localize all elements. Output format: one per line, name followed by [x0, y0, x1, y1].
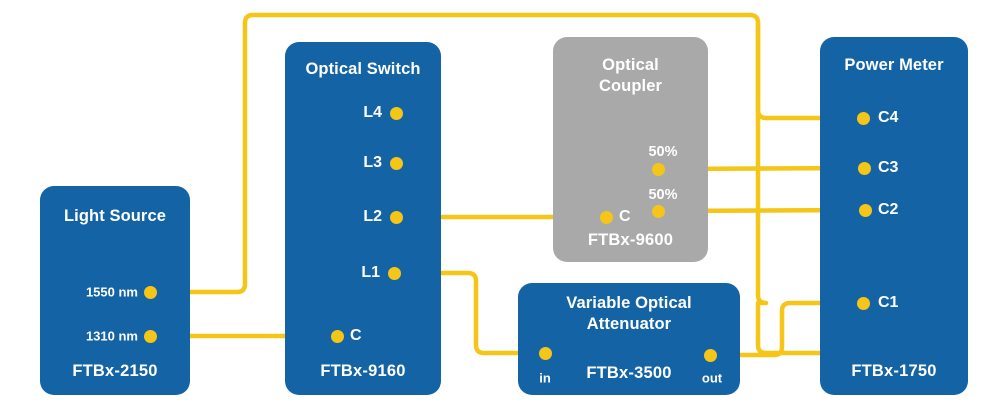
cable-1550nm-to-c4 [147, 12, 866, 356]
variable-optical-attenuator-title: Variable Optical Attenuator [566, 294, 692, 333]
port-label-voa-out: out [701, 370, 723, 386]
port-label-c4: C4 [878, 109, 899, 126]
light-source-model: FTBx-2150 [72, 362, 158, 380]
device-variable-optical-attenuator[interactable]: Variable Optical Attenuator FTBx-3500 [518, 283, 740, 395]
port-node-c1[interactable] [856, 296, 870, 310]
device-optical-switch[interactable]: Optical Switch FTBx-9160 [285, 42, 441, 395]
port-node-c4[interactable] [856, 111, 870, 125]
device-power-meter[interactable]: Power Meter FTBx-1750 [820, 37, 968, 395]
optical-switch-title: Optical Switch [305, 60, 421, 78]
cable-1550nm-drop-to-c4 [755, 20, 866, 121]
power-meter-model: FTBx-1750 [851, 362, 937, 380]
device-light-source[interactable]: Light Source FTBx-2150 [40, 186, 190, 395]
port-node-voa-out[interactable] [703, 348, 717, 362]
variable-optical-attenuator-model: FTBx-3500 [586, 364, 672, 382]
port-label-c3: C3 [878, 159, 899, 176]
port-node-1310nm[interactable] [143, 329, 157, 343]
port-label-coupler-50-upper: 50% [648, 144, 678, 160]
port-node-c2[interactable] [858, 203, 872, 217]
power-meter-title: Power Meter [844, 56, 944, 74]
port-label-voa-in: in [539, 370, 551, 386]
port-node-coupler-50-lower[interactable] [651, 204, 665, 218]
port-node-l4[interactable] [389, 106, 403, 120]
port-node-switch-c[interactable] [330, 329, 344, 343]
port-node-coupler-c[interactable] [599, 210, 613, 224]
port-label-1550nm: 1550 nm [85, 284, 138, 300]
port-node-coupler-50-upper[interactable] [651, 162, 665, 176]
port-node-1550nm[interactable] [143, 285, 157, 299]
port-label-switch-c: C [350, 327, 362, 344]
cable-l1-to-voa-in [391, 270, 548, 356]
optical-coupler-model: FTBx-9600 [587, 231, 674, 249]
cable-voa-out-to-c1 [707, 300, 866, 358]
port-label-l2: L2 [363, 208, 382, 225]
port-node-c3[interactable] [857, 161, 871, 175]
port-node-l2[interactable] [389, 210, 403, 224]
device-optical-coupler[interactable]: Optical Coupler FTBx-9600 [553, 37, 708, 262]
port-label-coupler-50-lower: 50% [648, 187, 678, 203]
port-label-coupler-c: C [619, 208, 631, 225]
port-label-l1: L1 [361, 264, 380, 281]
port-node-l3[interactable] [389, 156, 403, 170]
port-label-c2: C2 [878, 201, 899, 218]
light-source-title: Light Source [63, 207, 167, 225]
optical-coupler-title: Optical Coupler [598, 56, 663, 95]
port-label-1310nm: 1310 nm [85, 328, 138, 344]
port-label-l3: L3 [363, 154, 382, 171]
port-node-l1[interactable] [387, 266, 401, 280]
port-label-l4: L4 [363, 104, 382, 121]
optical-switch-model: FTBx-9160 [320, 362, 406, 380]
port-node-voa-in[interactable] [538, 346, 552, 360]
port-label-c1: C1 [878, 294, 899, 311]
